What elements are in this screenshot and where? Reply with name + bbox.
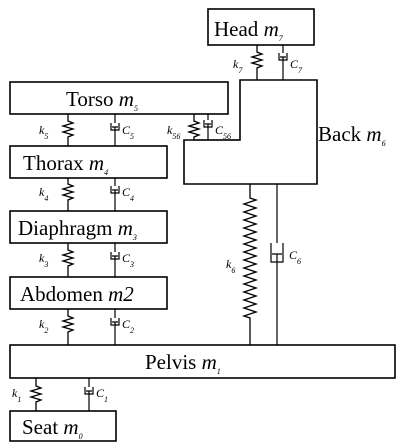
damper-c56 xyxy=(203,114,213,140)
torso-mass-box xyxy=(9,81,229,115)
diaphragm-mass-box xyxy=(9,210,168,244)
head-mass-box xyxy=(207,8,315,46)
spring-k7 xyxy=(249,45,265,80)
spring-k5 xyxy=(60,114,76,146)
abdomen-mass-box xyxy=(9,276,168,310)
damper-c2 xyxy=(110,309,120,345)
c5-label: C5 xyxy=(122,123,134,141)
damper-c6 xyxy=(270,184,284,345)
c4-label: C4 xyxy=(122,185,134,203)
damper-c3 xyxy=(110,243,120,277)
head-label: Head m7 xyxy=(214,17,284,43)
damper-c4 xyxy=(110,178,120,211)
c7-label: C7 xyxy=(290,57,303,75)
spring-k3 xyxy=(60,243,76,277)
c56-label: C56 xyxy=(215,123,231,141)
pelvis-mass-box xyxy=(9,344,396,379)
k56-label: k56 xyxy=(167,123,180,141)
damper-c1 xyxy=(84,378,94,411)
c6-label: C6 xyxy=(289,248,301,266)
spring-k4 xyxy=(60,178,76,211)
spring-k6 xyxy=(241,184,259,345)
k2-label: k2 xyxy=(39,317,48,335)
damper-c7 xyxy=(278,45,288,80)
c2-label: C2 xyxy=(122,317,134,335)
thorax-mass-box xyxy=(9,145,168,179)
back-label: Back m6 xyxy=(318,122,386,148)
k3-label: k3 xyxy=(39,251,48,269)
pelvis-label: Pelvis m1 xyxy=(145,350,221,376)
spring-k56 xyxy=(186,114,240,141)
seat-mass-box xyxy=(9,410,117,442)
c1-label: C1 xyxy=(96,386,108,404)
k6-label: k6 xyxy=(226,257,235,275)
diaphragm-label: Diaphragm m3 xyxy=(18,216,137,242)
k5-label: k5 xyxy=(39,123,48,141)
spring-k2 xyxy=(60,309,76,345)
torso-label: Torso m5 xyxy=(66,87,138,113)
k1-label: k1 xyxy=(12,386,21,404)
k4-label: k4 xyxy=(39,185,48,203)
seat-label: Seat m0 xyxy=(22,415,83,441)
abdomen-label: Abdomen m2 xyxy=(20,282,134,306)
c3-label: C3 xyxy=(122,251,134,269)
damper-c5 xyxy=(110,114,120,146)
thorax-label: Thorax m4 xyxy=(23,151,108,177)
k7-label: k7 xyxy=(233,57,243,75)
spring-k1 xyxy=(28,378,44,411)
